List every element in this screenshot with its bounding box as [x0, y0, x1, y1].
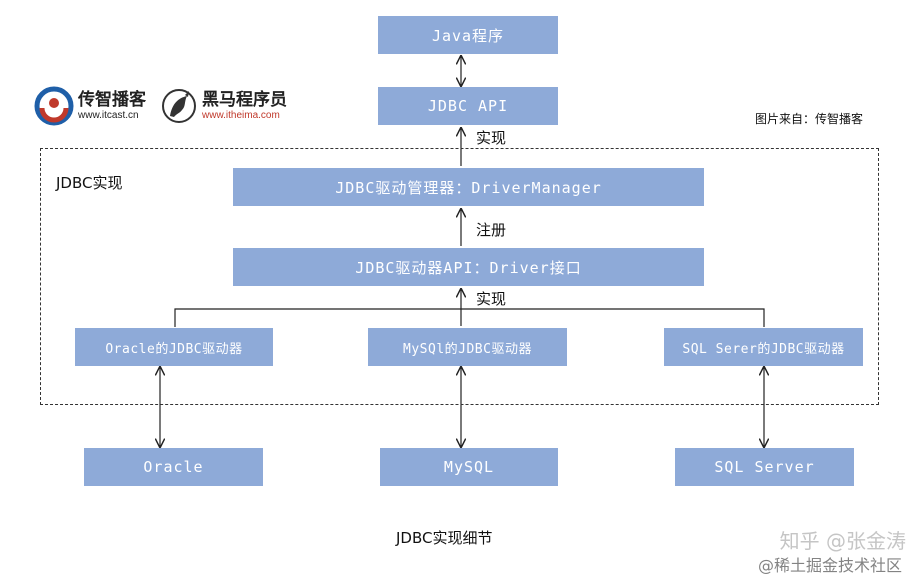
itheima-url: www.itheima.com — [202, 109, 280, 121]
itcast-name: 传智播客 — [78, 90, 146, 111]
oracle-driver-box: Oracle的JDBC驱动器 — [75, 328, 273, 366]
label-register: 注册 — [476, 221, 507, 239]
source-credit: 图片来自：传智播客 — [755, 112, 864, 126]
sqlserver-driver-box: SQL Serer的JDBC驱动器 — [664, 328, 863, 366]
itcast-logo: 传智播客 www.itcast.cn — [34, 86, 146, 126]
sqlserver-db-box: SQL Server — [675, 448, 854, 486]
diagram-caption: JDBC实现细节 — [396, 529, 493, 547]
jdbc-api-box: JDBC API — [378, 87, 558, 125]
itcast-url: www.itcast.cn — [78, 109, 139, 121]
itheima-name: 黑马程序员 — [202, 90, 287, 111]
jdbc-implementation-region — [40, 148, 879, 405]
driver-api-box: JDBC驱动器API：Driver接口 — [233, 248, 704, 286]
mysql-db-box: MySQL — [380, 448, 558, 486]
java-program-box: Java程序 — [378, 16, 558, 54]
mysql-driver-box: MySQl的JDBC驱动器 — [368, 328, 567, 366]
label-jdbc-implementation: JDBC实现 — [56, 174, 123, 192]
label-implement-bottom: 实现 — [476, 290, 507, 308]
label-implement-top: 实现 — [476, 129, 507, 147]
branch-line — [174, 308, 765, 327]
driver-manager-box: JDBC驱动管理器：DriverManager — [233, 168, 704, 206]
horse-icon — [162, 89, 196, 123]
itheima-logo: 黑马程序员 www.itheima.com — [160, 86, 287, 126]
juejin-watermark: @稀土掘金技术社区 — [757, 556, 902, 575]
oracle-db-box: Oracle — [84, 448, 263, 486]
itcast-emblem-icon — [34, 86, 74, 126]
zhihu-watermark: 知乎 @张金涛 — [779, 529, 906, 553]
